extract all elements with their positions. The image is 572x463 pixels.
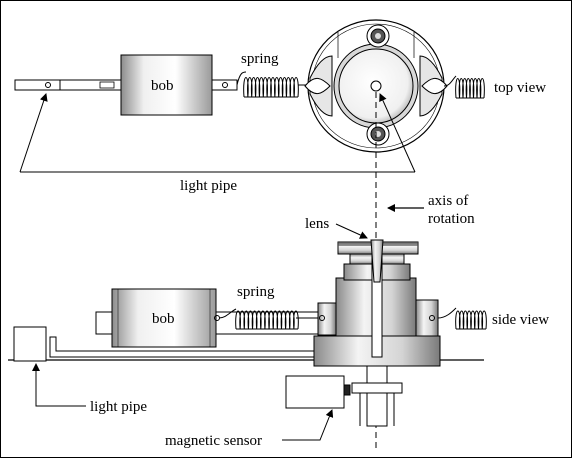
shaft-side [351, 365, 403, 427]
top-view: bob spring [14, 19, 546, 194]
bob-top-label: bob [151, 78, 174, 94]
top-view-label: top view [494, 80, 546, 96]
light-pipe-housing [13, 326, 47, 362]
lens-arrow [335, 223, 368, 239]
spring-side-label: spring [237, 284, 275, 300]
rotor-top [304, 19, 448, 153]
light-pipe-side-label: light pipe [90, 399, 147, 415]
magnetic-sensor [285, 375, 351, 409]
side-view: bob spring [8, 216, 549, 449]
magnetic-sensor-label: magnetic sensor [165, 433, 262, 449]
axis-label-line2: rotation [428, 211, 475, 227]
light-pipe-side-leader [32, 363, 86, 407]
axis-label-line1: axis of [428, 193, 468, 209]
magnetic-sensor-leader [282, 409, 334, 441]
light-pipe-top-leaders [19, 93, 416, 173]
bob-side: bob [111, 288, 217, 348]
spring-top [236, 71, 312, 98]
spring-top-label: spring [241, 51, 279, 67]
light-pipe-top-label: light pipe [180, 178, 237, 194]
central-housing-side [313, 239, 441, 367]
lens-label: lens [305, 216, 329, 232]
light-pipe-top-bar [14, 79, 126, 91]
rod-top [211, 79, 238, 91]
spring-top-right [443, 75, 485, 99]
screw-icon-bottom [366, 122, 390, 146]
spring-side [214, 308, 318, 330]
spring-side-right [437, 307, 487, 330]
bob-top: bob [120, 54, 213, 116]
screw-icon-top [366, 24, 390, 48]
bob-side-label: bob [152, 311, 175, 327]
side-view-label: side view [492, 312, 549, 328]
